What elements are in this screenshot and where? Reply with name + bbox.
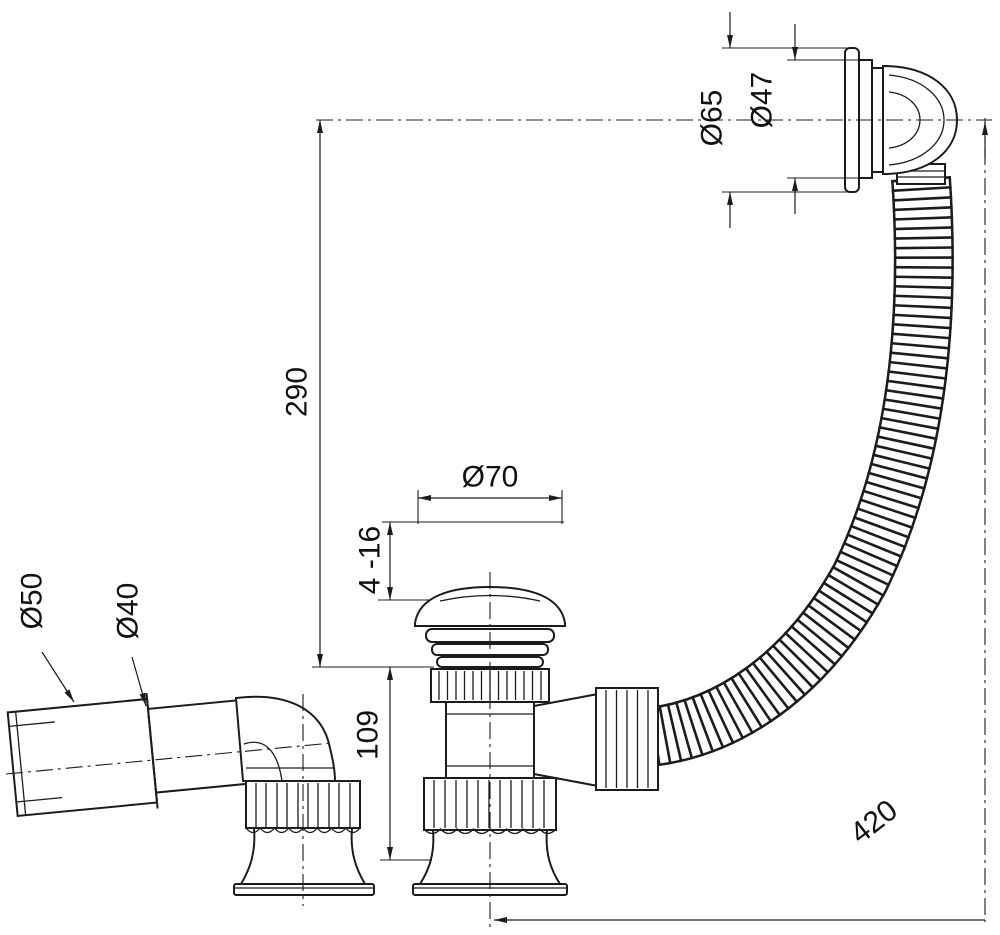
left-base-flange <box>233 883 375 896</box>
dim-label-outlet-inner: Ø40 <box>112 583 145 640</box>
waste-side-branch <box>533 692 599 788</box>
elbow-body <box>234 695 337 782</box>
leader-line-d50 <box>41 651 75 703</box>
dim-label-overflow-outer: Ø65 <box>696 90 729 147</box>
corrugated-hose <box>645 175 954 767</box>
outlet-elbow <box>234 695 337 782</box>
waste-bowl <box>419 829 561 885</box>
centerline-pipe-axis <box>5 742 333 775</box>
dim-label-overflow-inner: Ø47 <box>746 72 779 129</box>
outlet-pipe <box>6 692 255 818</box>
dim-label-adjust-range: 4 -16 <box>354 526 387 594</box>
dimension-lines <box>41 12 988 923</box>
left-union-assembly <box>233 780 375 896</box>
left-bowl <box>240 828 366 885</box>
outlet-pipe-d50 <box>6 697 159 818</box>
outlet-socket-face <box>145 692 159 809</box>
waste-assembly <box>412 585 659 896</box>
dim-label-body-height: 109 <box>352 710 385 760</box>
dimension-labels: Ø65 Ø47 290 Ø70 4 -16 Ø50 Ø40 109 420 <box>16 72 904 851</box>
dim-label-plug-diameter: Ø70 <box>462 461 519 494</box>
dim-label-outlet-outer: Ø50 <box>16 573 49 630</box>
dim-label-hose-length: 420 <box>844 794 904 851</box>
overflow-ring <box>871 67 884 173</box>
dim-label-height-290: 290 <box>281 367 314 417</box>
centerlines <box>5 118 992 930</box>
leader-line-d40 <box>131 656 147 707</box>
overflow-flange-plate <box>858 59 873 179</box>
